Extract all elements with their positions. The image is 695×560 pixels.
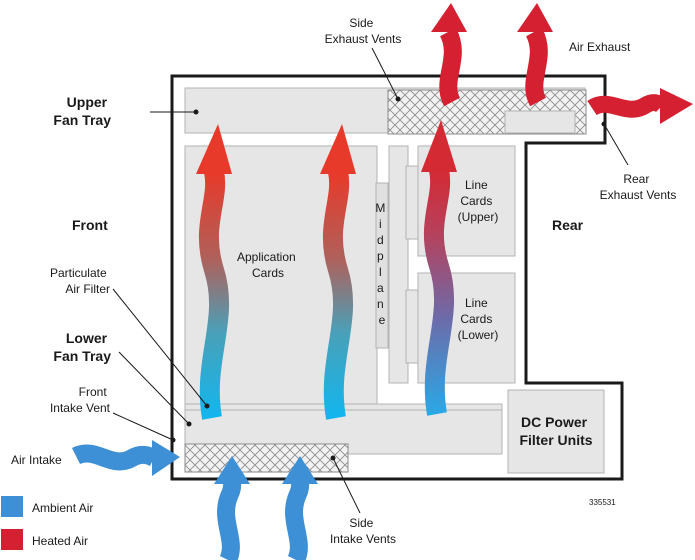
particulate-filter-label: Particulate Air Filter: [50, 266, 110, 296]
leader-dot-particulate-filter: [204, 403, 210, 409]
app-cards-airflow-arrowhead-2: [320, 124, 356, 174]
air-intake-label: Air Intake: [11, 453, 62, 467]
side-exhaust-arrow-2: [525, 27, 548, 107]
leader-side-exhaust: [371, 47, 399, 100]
legend: Ambient Air Heated Air: [1, 496, 93, 550]
side-intake-vent-mesh: [184, 443, 349, 473]
leader-dot-upper-fan-tray: [193, 109, 199, 115]
legend-label-ambient: Ambient Air: [32, 501, 93, 515]
app-cards-airflow-arrow-2: [322, 169, 354, 420]
side-intake-arrowhead-1: [214, 456, 250, 484]
leader-dot-side-exhaust: [395, 96, 401, 102]
leader-dot-rear-exhaust: [601, 121, 607, 127]
line-card-connector-lower: [405, 289, 419, 364]
app-cards-airflow-arrowhead-1: [196, 124, 232, 174]
rear-exhaust-arrow: [587, 94, 669, 118]
side-exhaust-arrowhead-2: [517, 3, 553, 32]
line-cards-lower-label: Line Cards (Lower): [458, 296, 499, 342]
side-exhaust-arrowhead-1: [431, 3, 467, 32]
leader-dot-lower-fan-tray: [186, 421, 192, 427]
side-intake-arrow-1: [217, 481, 242, 560]
leader-dot-front-intake: [170, 437, 176, 443]
app-cards-airflow-arrow-1: [198, 169, 230, 420]
side-intake-arrowhead-2: [282, 456, 318, 484]
midplane-label: M i d p l a n e: [375, 201, 388, 327]
leader-dot-side-intake: [330, 455, 336, 461]
rear-label: Rear: [552, 217, 584, 233]
legend-swatch-ambient: [1, 496, 23, 517]
leader-particulate-filter: [112, 288, 208, 407]
leader-front-intake: [112, 412, 174, 441]
line-cards-upper-label: Line Cards (Upper): [458, 178, 499, 224]
line-card-connector-upper: [405, 165, 419, 240]
midplane: [375, 182, 389, 349]
leader-lines: [112, 47, 629, 514]
figure-id: 335531: [589, 498, 616, 507]
legend-swatch-heated: [1, 529, 23, 550]
leader-lower-fan-tray: [118, 351, 190, 425]
dc-power-filter-units-panel: [507, 389, 605, 474]
lower-fan-tray-label: Lower Fan Tray: [53, 330, 111, 364]
upper-fan-tray-label: Upper Fan Tray: [53, 94, 111, 128]
side-intake-arrow-2: [285, 481, 310, 560]
side-exhaust-label: Side Exhaust Vents: [325, 16, 402, 46]
front-label: Front: [72, 217, 108, 233]
upper-fan-tray-lip: [504, 110, 576, 134]
leader-rear-exhaust: [603, 123, 629, 166]
side-exhaust-arrow-1: [439, 27, 462, 107]
side-intake-label: Side Intake Vents: [330, 516, 396, 546]
line-cards-airflow-arrow: [423, 167, 455, 416]
leader-side-intake: [332, 457, 361, 514]
dc-power-label: DC Power Filter Units: [519, 414, 592, 448]
air-exhaust-label: Air Exhaust: [569, 40, 631, 54]
front-air-intake-arrowhead: [152, 440, 180, 476]
application-cards-label: Application Cards: [237, 250, 299, 280]
front-intake-label: Front Intake Vent: [50, 385, 111, 415]
line-cards-airflow-arrowhead: [421, 120, 457, 172]
rear-exhaust-label: Rear Exhaust Vents: [600, 172, 677, 202]
legend-label-heated: Heated Air: [32, 534, 88, 548]
front-air-intake-arrow: [71, 444, 159, 471]
card-cage-frame: [388, 145, 409, 384]
rear-exhaust-arrowhead: [660, 88, 693, 124]
